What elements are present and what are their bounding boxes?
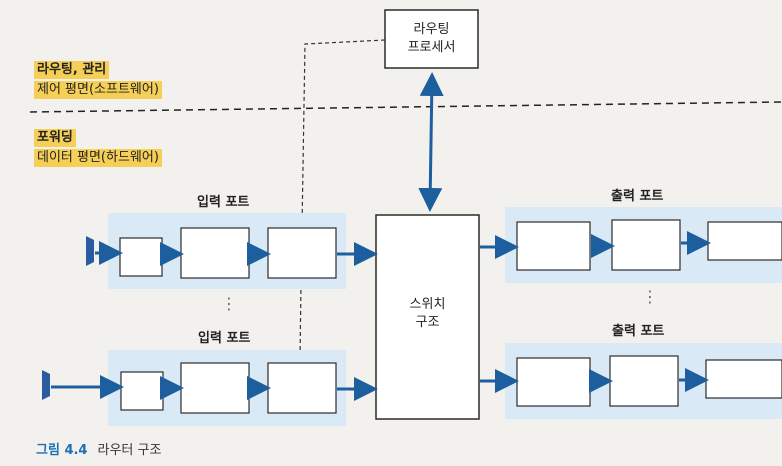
link-connector-icon-bottom [42,370,50,400]
output-port-label-bottom: 출력 포트 [612,324,665,339]
switch-fabric-label: 스위치 구조 [376,296,479,332]
switch-fabric-box [375,214,480,420]
data-plane-subtitle: 데이터 평면(하드웨어) [34,149,162,167]
input-stage-2-top [180,227,250,279]
plane-divider [29,101,782,113]
link-connector-icon-top [86,236,94,266]
control-line-top [301,39,386,229]
data-plane-label: 포워딩 데이터 평면(하드웨어) [34,128,162,168]
output-port-label-top: 출력 포트 [611,189,664,204]
input-port-label-top: 입력 포트 [197,195,250,210]
output-stage-3-bottom [705,359,782,399]
input-port-label-bottom: 입력 포트 [198,331,251,346]
input-stage-3-top [267,227,337,279]
control-plane-subtitle: 제어 평면(소프트웨어) [34,81,162,99]
output-stage-3-top [707,221,782,261]
routing-processor-label: 라우팅 프로세서 [385,21,478,57]
data-plane-title: 포워딩 [34,129,76,147]
output-ports-ellipsis: ⋮ [642,287,658,306]
switch-fabric-line1: 스위치 [409,297,446,312]
control-plane-label: 라우팅, 관리 제어 평면(소프트웨어) [34,60,162,100]
input-stage-3-bottom [267,362,337,414]
figure-title: 라우터 구조 [97,443,162,458]
output-stage-1-top [516,221,591,271]
routing-processor-box [384,9,479,69]
figure-caption: 그림 4.4 라우터 구조 [36,439,161,458]
input-stage-1-bottom [120,371,164,411]
control-line-bottom [299,282,302,361]
output-stage-1-bottom [516,357,591,407]
input-stage-2-bottom [180,362,250,414]
input-stage-1-top [119,237,163,277]
output-stage-2-top [611,219,681,271]
processor-switch-link [418,72,444,212]
figure-number: 그림 4.4 [36,443,88,458]
output-stage-2-bottom [609,355,679,407]
switch-fabric-line2: 구조 [415,315,440,330]
input-ports-ellipsis: ⋮ [221,294,237,313]
routing-processor-line2: 프로세서 [407,40,456,55]
routing-processor-line1: 라우팅 [413,22,450,37]
control-plane-title: 라우팅, 관리 [34,61,110,79]
